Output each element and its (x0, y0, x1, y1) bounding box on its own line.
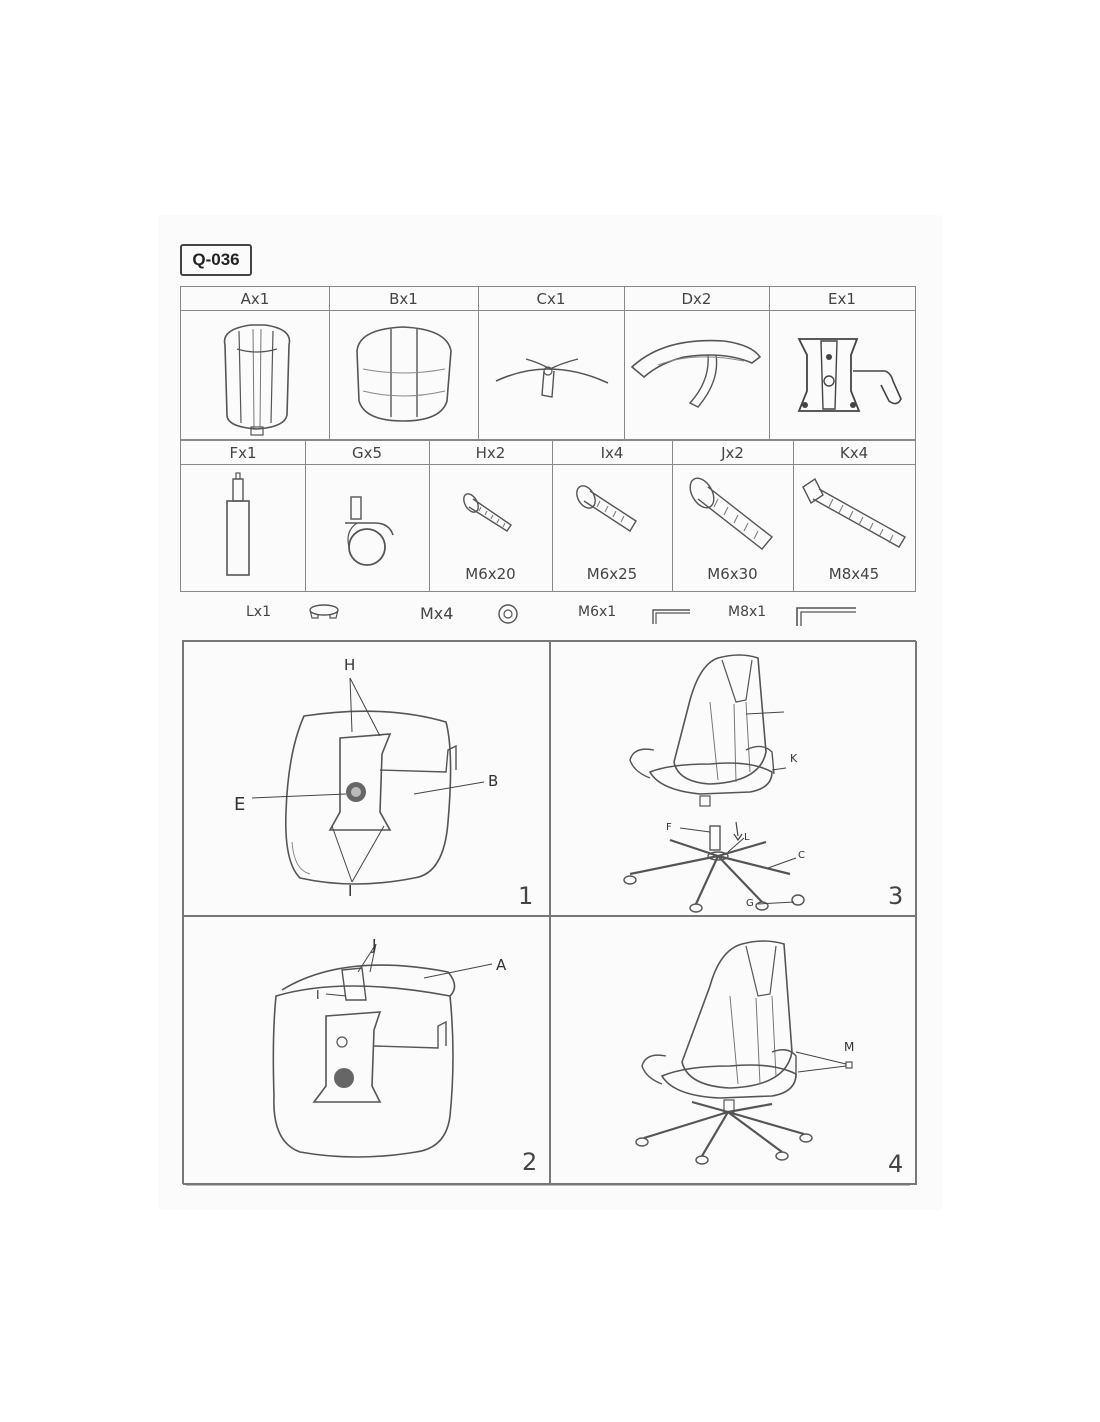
extra-label-l: Lx1 (246, 604, 271, 620)
callout-c: C (798, 850, 805, 861)
screw-icon (689, 477, 774, 550)
allen-key-icon (652, 609, 690, 624)
seat-underside-illustration (251, 677, 485, 885)
bolt-spec: M8x45 (828, 565, 880, 583)
base-cover-icon (309, 604, 339, 619)
step-2-panel: J A I 2 (183, 915, 551, 1185)
callout-b: B (488, 772, 499, 790)
callout-g: G (746, 898, 754, 909)
part-label: Kx4 (793, 441, 915, 465)
step-number: 4 (888, 1150, 904, 1178)
part-cell-i: Ix4 M6x25 (552, 441, 673, 591)
part-label: Hx2 (429, 441, 552, 465)
part-cell-k: Kx4 M8x45 (793, 441, 915, 591)
extra-label-m8-key: M8x1 (728, 604, 767, 620)
part-label: Bx1 (329, 287, 478, 311)
extra-parts-row: Lx1 Mx4 M6x1 M8x1 (180, 598, 914, 634)
callout-i: I (348, 882, 353, 900)
step-3-panel: K F L C G 3 (549, 641, 917, 917)
cap-icon (498, 604, 518, 624)
tilt-mechanism-icon (797, 338, 902, 412)
finished-chair-illustration (635, 940, 853, 1165)
part-label: Ax1 (181, 287, 329, 311)
gas-lift-icon (226, 472, 250, 576)
callout-a: A (496, 956, 507, 974)
part-cell-e: Ex1 (769, 287, 915, 439)
extra-label-m: Mx4 (420, 604, 454, 623)
step-number: 3 (888, 882, 904, 910)
assembly-steps-grid: H E B I 1 (182, 640, 917, 1185)
part-label: Gx5 (305, 441, 429, 465)
step-number: 1 (518, 882, 534, 910)
screw-icon (576, 485, 637, 532)
screw-spec: M6x20 (465, 565, 516, 583)
part-label: Ex1 (769, 287, 915, 311)
part-label: Fx1 (181, 441, 305, 465)
caster-icon (345, 496, 394, 566)
parts-table-row-2: Fx1 Gx5 Hx2 M6x20 Ix4 M6x25 (180, 440, 916, 592)
allen-key-icon (796, 607, 856, 626)
part-label: Jx2 (672, 441, 793, 465)
step-number: 2 (522, 1148, 538, 1176)
callout-j: J (372, 936, 377, 954)
part-cell-d: Dx2 (624, 287, 770, 439)
part-label: Cx1 (478, 287, 624, 311)
screw-spec: M6x30 (707, 565, 758, 583)
part-cell-j: Jx2 M6x30 (672, 441, 794, 591)
callout-l: L (744, 832, 750, 843)
callout-m: M (844, 1040, 855, 1054)
parts-table-row-1: Ax1 Bx1 Cx1 Dx2 (180, 286, 916, 440)
step-1-panel: H E B I 1 (183, 641, 551, 917)
extra-label-m6-key: M6x1 (578, 604, 617, 620)
five-star-base-icon (495, 358, 609, 398)
callout-h: H (344, 656, 356, 674)
screw-spec: M6x25 (586, 565, 638, 583)
part-cell-b: Bx1 (329, 287, 479, 439)
bolt-icon (802, 477, 906, 548)
chair-base-assembly-illustration (623, 654, 805, 913)
step-4-panel: M 4 (549, 915, 917, 1185)
callout-f: F (666, 822, 672, 833)
seat-icon (356, 326, 452, 422)
model-code-label: Q-036 (180, 244, 252, 276)
part-cell-g: Gx5 (305, 441, 430, 591)
part-cell-c: Cx1 (478, 287, 625, 439)
part-label: Dx2 (624, 287, 769, 311)
callout-i: I (316, 988, 320, 1002)
part-cell-a: Ax1 (181, 287, 330, 439)
bottom-rule (186, 1185, 910, 1186)
screw-icon (463, 493, 512, 532)
backrest-icon (223, 324, 291, 436)
armrest-icon (630, 339, 762, 408)
callout-k: K (790, 752, 798, 765)
callout-e: E (234, 794, 246, 815)
part-cell-h: Hx2 M6x20 (429, 441, 553, 591)
backrest-attach-illustration (272, 943, 493, 1158)
part-cell-f: Fx1 (181, 441, 306, 591)
part-label: Ix4 (552, 441, 672, 465)
